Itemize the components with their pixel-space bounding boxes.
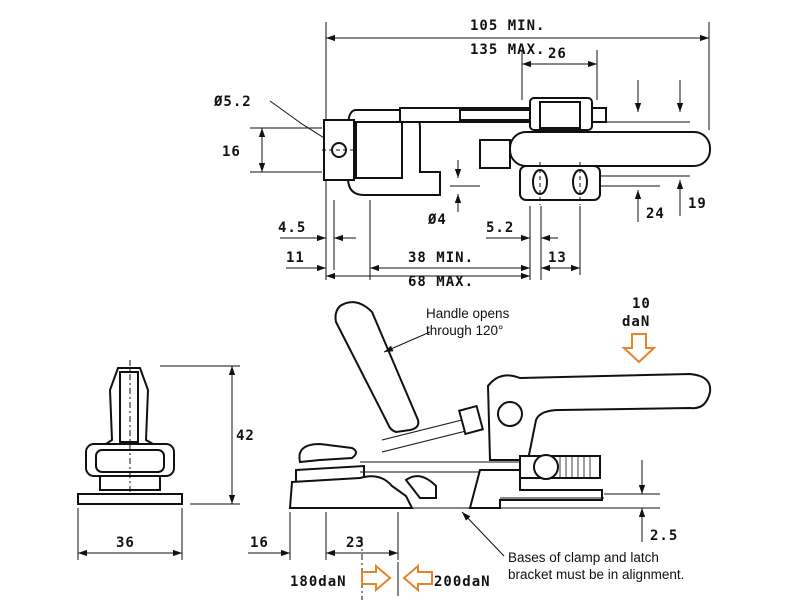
side-view: 42 (160, 296, 712, 600)
force-value: 10 (632, 296, 651, 312)
dim-38-min: 38 MIN. (408, 250, 474, 266)
dim-4-5: 4.5 (278, 220, 306, 236)
adjust-nut (533, 454, 559, 480)
dim-hole-diameter: Ø5.2 (213, 94, 252, 110)
dim-135-max: 135 MAX. (470, 42, 545, 58)
dim-42: 42 (236, 428, 255, 444)
dim-24: 24 (646, 206, 665, 222)
base-note-line1: Bases of clamp and latch (508, 550, 659, 565)
dim-36: 36 (116, 535, 135, 551)
dim-5-2: 5.2 (486, 220, 514, 236)
latch-bracket-base (288, 475, 414, 509)
load-right-arrow-icon (402, 563, 433, 593)
handle-closed (486, 372, 712, 461)
dim-26: 26 (548, 46, 567, 62)
dim-16: 16 (222, 144, 241, 160)
pivot-pin (497, 401, 523, 427)
handle-note-line1: Handle opens (426, 306, 510, 321)
dim-13: 13 (548, 250, 567, 266)
dim-105-min: 105 MIN. (470, 18, 545, 34)
dim-2-5: 2.5 (650, 528, 678, 544)
top-view: 105 MIN. 135 MAX. 26 Ø5.2 16 (213, 18, 711, 290)
force-unit: daN (622, 314, 650, 330)
handle-top (509, 131, 711, 167)
latch-hook-side (298, 442, 357, 464)
dim-19: 19 (688, 196, 707, 212)
end-view-base (77, 493, 183, 505)
end-view: 36 (77, 360, 183, 560)
spring (479, 139, 511, 169)
handle-open-position (334, 301, 420, 434)
dim-16-side: 16 (250, 535, 269, 551)
hook-inner (355, 121, 403, 179)
handle-note-line2: through 120° (426, 323, 503, 338)
dim-pin-diameter: Ø4 (427, 212, 447, 228)
load-left-arrow-icon (361, 563, 392, 593)
end-view-handle (119, 371, 139, 443)
base-note-line2: bracket must be in alignment. (508, 567, 684, 582)
load-right: 200daN (434, 574, 491, 590)
force-arrow-icon (621, 333, 657, 364)
dim-11: 11 (286, 250, 305, 266)
dim-23: 23 (346, 535, 365, 551)
load-left: 180daN (290, 574, 347, 590)
base-plate-top (519, 165, 601, 201)
